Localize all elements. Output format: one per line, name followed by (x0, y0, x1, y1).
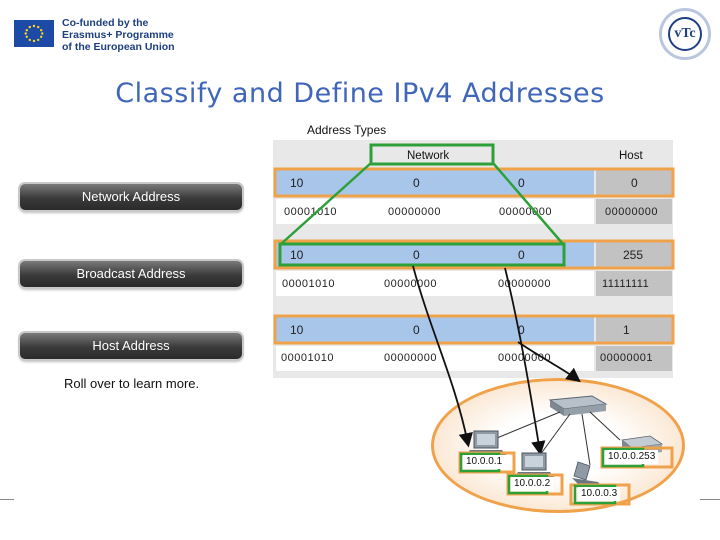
octet-3: 0 (518, 176, 525, 190)
vtc-logo-text: vTc (668, 17, 702, 51)
eu-flag-logo (14, 20, 54, 47)
network-row-decimal (276, 170, 594, 195)
broadcast-address-button[interactable]: Broadcast Address (20, 261, 242, 287)
binary-octet-4: 00000001 (600, 352, 653, 364)
ip-prefix: 10.0.0. (466, 456, 497, 467)
network-header: Network (407, 150, 450, 162)
arrow-2 (504, 267, 546, 456)
octet-1: 10 (290, 176, 304, 190)
host-ip-label-3: 10.0.0.253 (605, 450, 659, 464)
host-ip-label-1: 10.0.0.1 (463, 455, 506, 469)
pc-icon (466, 430, 506, 455)
binary-octet-4: 11111111 (602, 278, 650, 290)
octet-2: 0 (413, 176, 420, 190)
binary-octet-1: 00001010 (284, 206, 337, 218)
eu-text-line-3: of the European Union (62, 41, 175, 53)
ip-suffix: 1 (496, 456, 503, 467)
octet-3: 0 (518, 248, 525, 262)
switch-icon (548, 395, 608, 416)
ip-suffix: 253 (638, 451, 656, 462)
network-header-highlight (369, 143, 495, 166)
binary-octet-4: 00000000 (605, 206, 658, 218)
host-header: Host (619, 150, 643, 162)
network-row-host-cell (596, 170, 672, 195)
host-ip-label-4: 10.0.0.3 (578, 487, 621, 501)
network-row-binary-host (596, 199, 672, 224)
host-row-binary (276, 346, 594, 371)
octet-2: 0 (413, 248, 420, 262)
host-row-binary-host (596, 346, 672, 371)
footer-divider-right (700, 499, 720, 500)
host-ip-label-2: 10.0.0.2 (511, 477, 554, 491)
eu-funding-text: Co-funded by the Erasmus+ Programme of t… (62, 17, 182, 53)
binary-octet-2: 00000000 (384, 278, 437, 290)
octet-2: 0 (413, 323, 420, 337)
network-address-button[interactable]: Network Address (20, 184, 242, 210)
trapezoid-right-line (492, 162, 564, 245)
row-3-highlight (273, 314, 675, 345)
row-2-highlight (273, 239, 675, 270)
eu-text-line-1: Co-funded by the (62, 17, 149, 29)
vtc-logo: vTc (659, 8, 711, 60)
footer-divider-left (0, 499, 14, 500)
octet-1: 10 (290, 323, 304, 337)
broadcast-row-decimal (276, 242, 594, 267)
binary-octet-2: 00000000 (388, 206, 441, 218)
broadcast-row-binary-host (596, 271, 672, 296)
broadcast-row-host-cell (596, 242, 672, 267)
broadcast-row-binary (276, 271, 594, 296)
row-1-highlight (273, 167, 675, 198)
binary-octet-3: 00000000 (498, 278, 551, 290)
octet-4: 255 (623, 248, 644, 262)
binary-octet-2: 00000000 (384, 352, 437, 364)
ip-prefix: 10.0.0. (581, 488, 612, 499)
arrow-3 (517, 341, 581, 383)
page-title: Classify and Define IPv4 Addresses (115, 78, 605, 109)
panel-title: Address Types (307, 123, 387, 137)
ip-suffix: 3 (611, 488, 618, 499)
host-address-button[interactable]: Host Address (20, 333, 242, 359)
pc-icon (514, 452, 554, 477)
host-row-host-cell (596, 317, 672, 342)
octet-1: 10 (290, 248, 304, 262)
octet-3: 0 (518, 323, 525, 337)
binary-octet-1: 00001010 (282, 278, 335, 290)
ip-prefix: 10.0.0. (514, 478, 545, 489)
rollover-hint: Roll over to learn more. (64, 376, 200, 391)
eu-text-line-2: Erasmus+ Programme (62, 29, 174, 41)
binary-octet-1: 00001010 (281, 352, 334, 364)
octet-4: 0 (631, 176, 638, 190)
arrow-1 (412, 265, 473, 448)
ip-prefix: 10.0.0. (608, 451, 639, 462)
octet-4: 1 (623, 323, 630, 337)
network-portion-highlight (278, 242, 566, 267)
ip-suffix: 2 (544, 478, 551, 489)
trapezoid-left-line (280, 162, 372, 245)
